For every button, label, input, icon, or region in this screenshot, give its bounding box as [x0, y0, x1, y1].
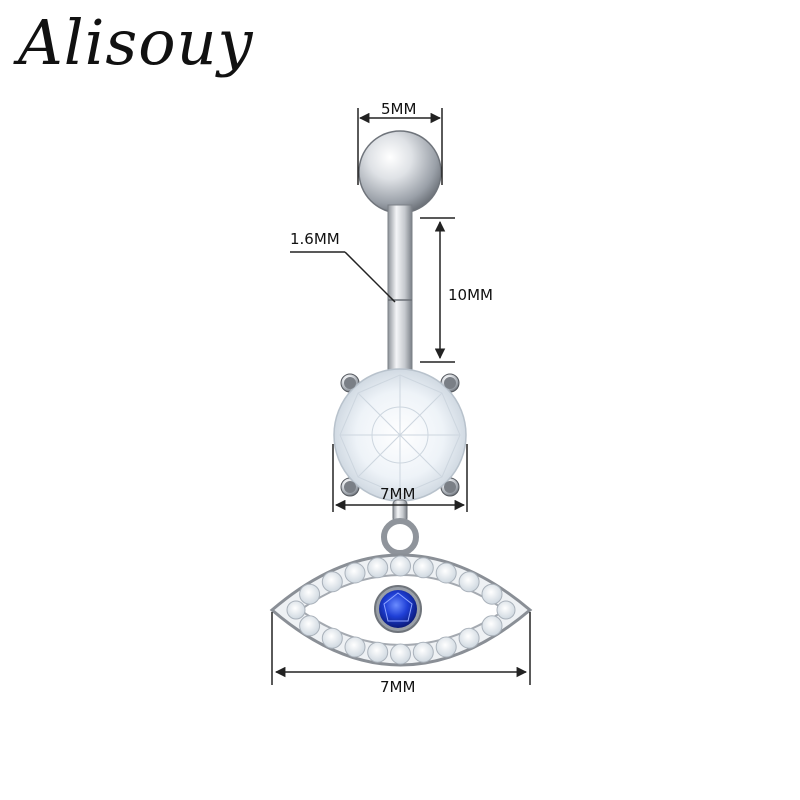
top-ball	[358, 130, 442, 214]
gem-width-label: 7MM	[380, 485, 416, 503]
pave-stone	[412, 641, 434, 663]
pave-stone	[481, 583, 503, 605]
bar-length-label: 10MM	[448, 286, 493, 304]
pave-stone	[458, 627, 480, 649]
pave-stone	[299, 615, 321, 637]
pave-stone	[412, 557, 434, 579]
dangle-loop	[381, 499, 419, 556]
bar-gauge-label: 1.6MM	[290, 230, 340, 248]
eye-charm	[269, 553, 533, 667]
pave-stone	[321, 571, 343, 593]
pave-stone	[481, 615, 503, 637]
pave-stone	[344, 562, 366, 584]
pave-stone	[299, 583, 321, 605]
pave-stone	[458, 571, 480, 593]
crystal-setting	[333, 368, 467, 502]
pave-stone	[390, 643, 411, 665]
charm-stones	[286, 555, 516, 665]
pave-stone	[367, 557, 389, 579]
pave-stone	[286, 600, 306, 620]
pave-stone	[496, 600, 516, 620]
dimension-lines	[271, 108, 531, 685]
bar	[387, 204, 413, 376]
pave-stone	[344, 636, 366, 658]
brand-logo: Alisouy	[18, 6, 254, 79]
pave-stone	[435, 562, 457, 584]
pave-stone	[321, 627, 343, 649]
pave-stone	[435, 636, 457, 658]
pave-stone	[390, 555, 411, 577]
ball-diameter-label: 5MM	[381, 100, 417, 118]
charm-width-label: 7MM	[380, 678, 416, 696]
pave-stone	[367, 641, 389, 663]
